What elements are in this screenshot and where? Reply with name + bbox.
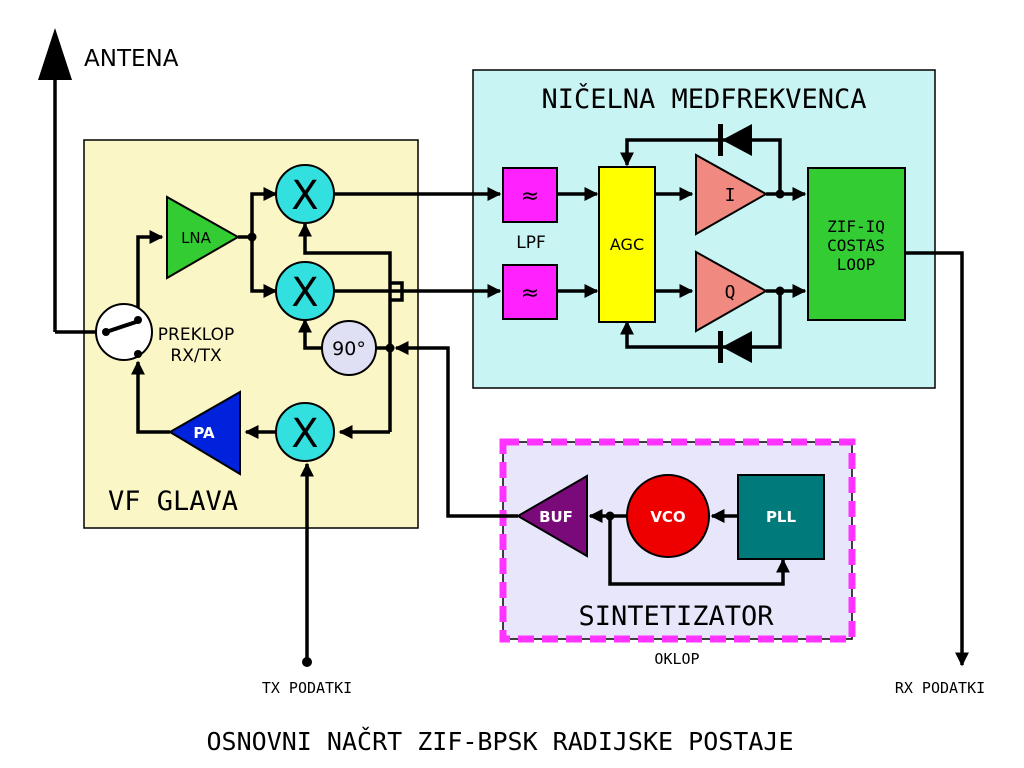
diagram-title: OSNOVNI NAČRT ZIF-BPSK RADIJSKE POSTAJE	[207, 726, 794, 756]
buf-amplifier	[516, 474, 588, 558]
phase-to-mixer-q-wire	[298, 318, 322, 350]
rx-tx-switch	[95, 303, 153, 361]
agc-feedback-bottom-wire	[620, 291, 782, 349]
agc-label: AGC	[610, 235, 644, 254]
diode-bottom	[718, 331, 752, 363]
rf-head-title: VF GLAVA	[108, 486, 238, 517]
mixer-tx-symbol: X	[291, 411, 318, 457]
costas-line3: LOOP	[837, 255, 876, 274]
zero-if-title: NIČELNA MEDFREKVENCA	[541, 83, 866, 115]
lpf-q-symbol: ≈	[521, 281, 539, 306]
lpf-q	[502, 264, 558, 320]
lo-to-mixer-i-wire	[298, 222, 392, 283]
mixer-i-symbol: X	[291, 173, 318, 219]
vco-circle	[626, 474, 710, 558]
mixer-i	[275, 164, 335, 224]
lna-junction	[247, 232, 257, 242]
phase-shifter	[321, 320, 377, 376]
buf-to-lo-wire	[394, 341, 518, 518]
phase-shifter-label: 90°	[332, 338, 366, 360]
vco-label: VCO	[650, 508, 685, 526]
buf-label: BUF	[539, 508, 573, 526]
lpf-label: LPF	[516, 233, 546, 253]
lpf-i-symbol: ≈	[521, 184, 539, 209]
shield-border	[499, 438, 856, 643]
amp-q	[695, 250, 769, 333]
antenna-arrow	[38, 28, 72, 80]
costas-loop-block	[807, 167, 906, 321]
pll-block	[737, 474, 825, 560]
costas-line2: COSTAS	[827, 236, 885, 255]
lna-label: LNA	[181, 229, 212, 247]
agc-block	[598, 166, 656, 323]
mixer-q	[275, 261, 335, 321]
lna-amplifier	[166, 195, 241, 280]
vco-junction	[605, 511, 615, 521]
tx-data-terminal	[302, 657, 312, 667]
synthesizer-title: SINTETIZATOR	[578, 601, 774, 632]
agc-feedback-top-wire	[620, 138, 782, 194]
switch-label-line1: PREKLOP	[158, 325, 234, 345]
lo-crossover-wire	[390, 281, 404, 302]
pa-amplifier	[168, 390, 241, 476]
mixer-q-symbol: X	[291, 270, 318, 316]
mixer-q-circle	[275, 261, 335, 321]
costas-line1: ZIF-IQ	[827, 217, 885, 236]
pa-label: PA	[193, 424, 215, 442]
switch-to-lna-wire	[136, 230, 164, 320]
diode-top	[718, 124, 752, 156]
tx-data-label: TX PODATKI	[262, 679, 352, 697]
rx-data-wire	[905, 251, 969, 667]
pll-label: PLL	[766, 508, 797, 526]
mixer-tx-circle	[275, 402, 335, 462]
lna-to-mixer-q-wire	[250, 237, 278, 298]
rx-data-label: RX PODATKI	[895, 679, 985, 697]
lna-to-mixer-i-wire	[238, 187, 278, 239]
mixer-tx	[275, 402, 335, 462]
switch-label-line2: RX/TX	[170, 346, 222, 366]
lo-junction	[385, 343, 395, 353]
amp-i	[695, 153, 769, 236]
vco-to-pll-wire	[608, 516, 790, 586]
lpf-i	[502, 167, 558, 223]
shield-label: OKLOP	[654, 650, 699, 668]
antenna-label: ANTENA	[84, 46, 179, 72]
mixer-i-circle	[275, 164, 335, 224]
amp-i-label: I	[725, 185, 736, 206]
amp-q-label: Q	[725, 282, 736, 303]
pa-to-switch-wire	[131, 360, 170, 434]
